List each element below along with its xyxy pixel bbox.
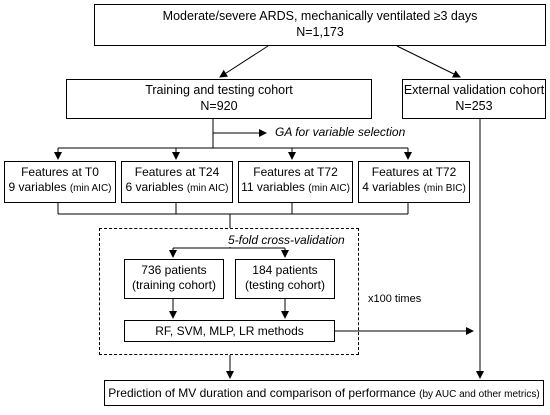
arrow-to-external (396, 45, 461, 78)
repeat-label: x100 times (368, 293, 422, 305)
cohort-count: N=1,173 (296, 24, 344, 39)
training-cohort-title: Training and testing cohort (145, 83, 293, 97)
external-cohort-title: External validation cohort (403, 83, 545, 97)
cohort-box: Moderate/severe ARDS, mechanically venti… (94, 4, 546, 46)
testing-split-label: (testing cohort) (244, 278, 326, 292)
features-criterion: (min AIC) (69, 183, 112, 194)
prediction-note: (by AUC and other metrics) (419, 389, 540, 400)
cohort-title: Moderate/severe ARDS, mechanically venti… (162, 9, 478, 23)
features-title: Features at T72 (371, 165, 457, 179)
arrow-to-training (219, 45, 269, 78)
features-title: Features at T24 (134, 165, 220, 179)
testing-split-box: 184 patients (testing cohort) (235, 259, 335, 299)
features-count: 4 variables (362, 180, 421, 194)
methods-label: RF, SVM, MLP, LR methods (155, 324, 304, 338)
training-split-count: 736 patients (141, 263, 207, 277)
training-cohort-count: N=920 (200, 98, 238, 113)
features-title: Features at T72 (253, 165, 338, 179)
features-criterion: (min AIC) (186, 183, 229, 194)
training-split-label: (training cohort) (131, 278, 217, 292)
features-t0-box: Features at T0 9 variables (min AIC) (4, 161, 116, 203)
features-t72-bic-box: Features at T72 4 variables (min BIC) (358, 161, 470, 203)
cross-validation-group (99, 228, 359, 355)
methods-box: RF, SVM, MLP, LR methods (124, 320, 335, 342)
prediction-box: Prediction of MV duration and comparison… (104, 380, 544, 406)
external-cohort-count: N=253 (455, 98, 493, 113)
prediction-label: Prediction of MV duration and comparison… (108, 386, 416, 400)
features-title: Features at T0 (21, 165, 99, 179)
features-count: 11 variables (241, 180, 305, 194)
features-count: 9 variables (8, 180, 67, 194)
testing-split-count: 184 patients (252, 263, 318, 277)
external-cohort-box: External validation cohort N=253 (402, 79, 546, 119)
features-criterion: (min AIC) (308, 183, 350, 194)
features-t72-aic-box: Features at T72 11 variables (min AIC) (238, 161, 353, 203)
cv-label: 5-fold cross-validation (226, 233, 347, 247)
ga-label: GA for variable selection (273, 125, 408, 139)
training-cohort-box: Training and testing cohort N=920 (66, 79, 372, 119)
features-count: 6 variables (125, 180, 184, 194)
features-criterion: (min BIC) (423, 183, 466, 194)
training-split-box: 736 patients (training cohort) (124, 259, 224, 299)
features-t24-box: Features at T24 6 variables (min AIC) (121, 161, 233, 203)
